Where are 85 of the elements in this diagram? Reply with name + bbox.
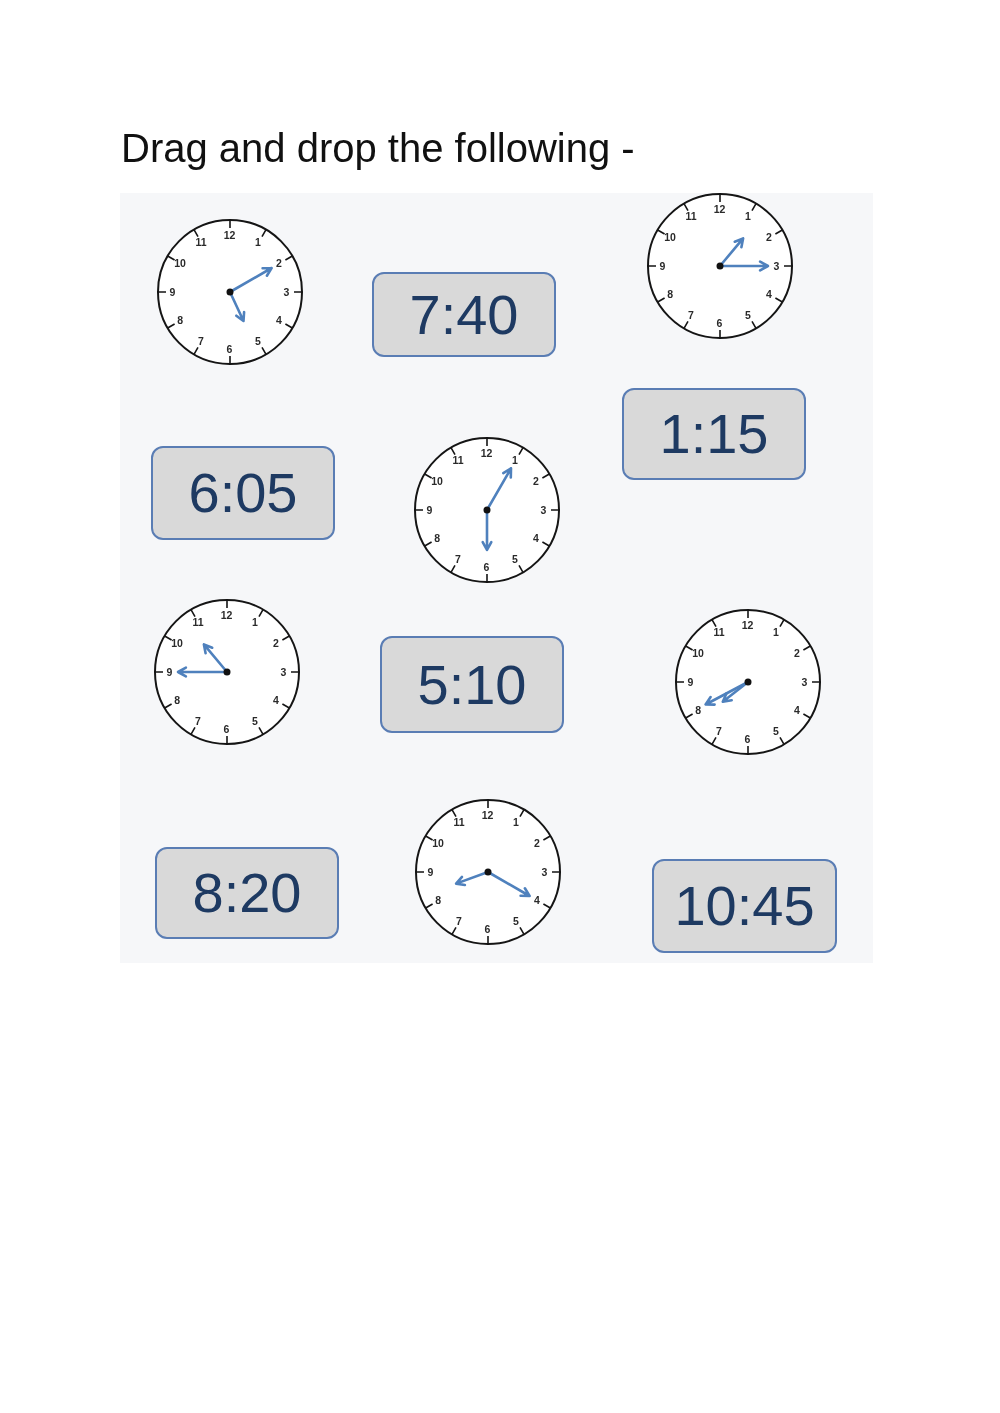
time-text: 8:20 (192, 865, 302, 921)
clock-number: 4 (275, 314, 282, 326)
clock-number: 10 (692, 647, 704, 659)
clock-number: 6 (716, 317, 723, 328)
clock-number: 2 (793, 647, 800, 659)
clock-number: 5 (513, 915, 519, 927)
time-card (151, 446, 335, 540)
clock-number: 1 (773, 626, 779, 638)
clock-number: 6 (226, 343, 233, 354)
clock-number: 11 (453, 816, 465, 828)
instruction-heading: Drag and drop the following - (121, 125, 635, 172)
clock-number: 7 (195, 715, 201, 727)
time-card (155, 847, 339, 939)
clock-number: 9 (687, 676, 694, 687)
time-text: 7:40 (409, 286, 519, 343)
clock-number: 12 (481, 809, 494, 820)
clock-number: 4 (533, 894, 540, 906)
clock-number: 3 (801, 676, 808, 687)
clock-number: 5 (512, 553, 518, 565)
clock-number: 9 (659, 260, 666, 271)
clock-number: 11 (192, 616, 204, 628)
clock-number: 9 (166, 666, 173, 677)
clock-number: 5 (745, 309, 751, 321)
clock-number: 4 (793, 704, 800, 716)
clock-number: 12 (713, 203, 726, 214)
clock-number: 12 (223, 229, 236, 240)
clock-number: 11 (713, 626, 725, 638)
clock-number: 10 (664, 231, 676, 243)
clock-number: 1 (513, 816, 519, 828)
clock-number: 4 (765, 288, 772, 300)
clock-number: 10 (171, 637, 183, 649)
time-text: 5:10 (417, 656, 527, 713)
clock-number: 3 (283, 286, 290, 297)
clock-number: 12 (220, 609, 233, 620)
clock-number: 12 (480, 447, 493, 458)
time-card (380, 636, 564, 733)
clock-number: 10 (432, 837, 444, 849)
time-text: 10:45 (674, 878, 815, 934)
clock-number: 6 (484, 923, 491, 934)
clock-number: 11 (195, 236, 207, 248)
clock-number: 3 (541, 866, 548, 877)
clock-number: 5 (773, 725, 779, 737)
clock-number: 2 (272, 637, 279, 649)
clock-number: 8 (174, 694, 181, 706)
clock-number: 4 (272, 694, 279, 706)
clock-number: 1 (255, 236, 261, 248)
clock-number: 9 (426, 504, 433, 515)
clock-number: 2 (765, 231, 772, 243)
clock-number: 8 (695, 704, 702, 716)
clock-number: 10 (174, 257, 186, 269)
time-text: 1:15 (659, 406, 769, 462)
clock-number: 7 (688, 309, 694, 321)
clock-number: 3 (540, 504, 547, 515)
clock-number: 2 (532, 475, 539, 487)
clock-number: 10 (431, 475, 443, 487)
clock-number: 1 (252, 616, 258, 628)
clock-number: 2 (533, 837, 540, 849)
clock-number: 9 (427, 866, 434, 877)
clock-number: 8 (435, 894, 442, 906)
clock-number: 12 (741, 619, 754, 630)
clock-number: 6 (223, 723, 230, 734)
clock-number: 7 (456, 915, 462, 927)
clock-number: 6 (744, 733, 751, 744)
clock-number: 7 (455, 553, 461, 565)
clock-number: 11 (685, 210, 697, 222)
clock-number: 1 (745, 210, 751, 222)
clock-number: 11 (452, 454, 464, 466)
time-card (622, 388, 806, 480)
clock-number: 8 (434, 532, 441, 544)
clock-number: 6 (483, 561, 490, 572)
clock-number: 2 (275, 257, 282, 269)
time-card (372, 272, 556, 357)
clock-number: 7 (716, 725, 722, 737)
clock-number: 1 (512, 454, 518, 466)
clock-number: 8 (667, 288, 674, 300)
clock-number: 7 (198, 335, 204, 347)
clock-number: 4 (532, 532, 539, 544)
clock-number: 8 (177, 314, 184, 326)
time-card (652, 859, 837, 953)
time-text: 6:05 (188, 465, 298, 521)
clock-number: 5 (252, 715, 258, 727)
clock-number: 5 (255, 335, 261, 347)
clock-number: 3 (773, 260, 780, 271)
clock-number: 3 (280, 666, 287, 677)
clock-number: 9 (169, 286, 176, 297)
